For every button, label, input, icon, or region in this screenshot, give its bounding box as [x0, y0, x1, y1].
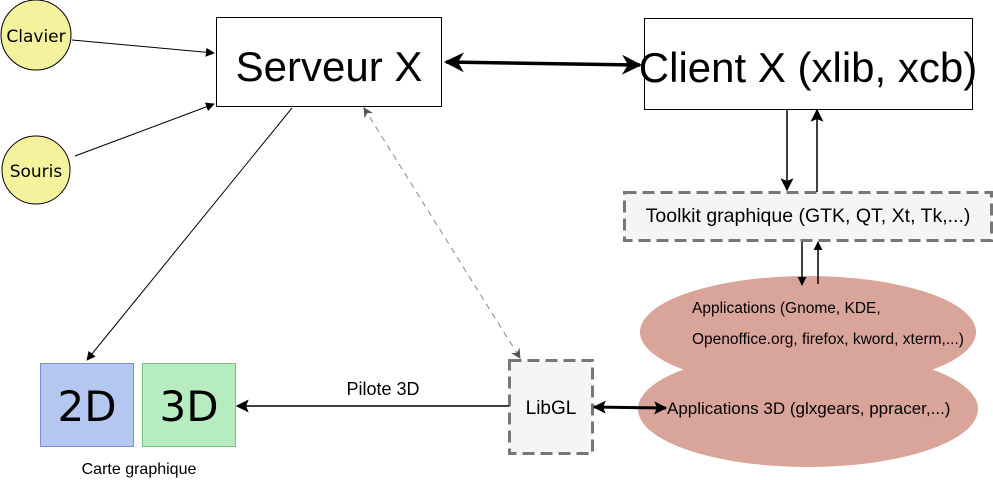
applications-label-line1: Applications (Gnome, KDE,	[692, 300, 881, 317]
keyboard-node: Clavier	[0, 0, 72, 71]
card-2d-box	[40, 363, 134, 447]
keyboard-label: Clavier	[6, 27, 65, 47]
keyboard-to-server-arrow	[71, 39, 215, 57]
card-3d-label: 3D	[159, 382, 218, 431]
applications-3d-label: Applications 3D (glxgears, ppracer,...)	[667, 399, 950, 418]
x-server-box: Serveur X	[216, 17, 442, 107]
x-client-box: Client X (xlib, xcb)	[639, 18, 977, 110]
card-2d-label: 2D	[57, 382, 116, 431]
server-client-arrow	[444, 52, 642, 75]
pilote-3d-label: Pilote 3D	[346, 379, 419, 399]
graphics-card: 2D 3D Carte graphique	[40, 363, 236, 478]
mouse-node: Souris	[1, 135, 71, 205]
graphics-card-label: Carte graphique	[82, 461, 197, 478]
server-to-card-arrow	[86, 107, 293, 361]
applications-label-line2: Openoffice.org, firefox, kword, xterm,..…	[692, 331, 964, 348]
card-3d-box	[142, 363, 236, 447]
mouse-label: Souris	[10, 162, 63, 182]
toolkit-box: Toolkit graphique (GTK, QT, Xt, Tk,...)	[623, 191, 993, 242]
server-libgl-dashed-arrow	[363, 107, 521, 359]
toolkit-label: Toolkit graphique (GTK, QT, Xt, Tk,...)	[646, 205, 971, 227]
x-client-label: Client X (xlib, xcb)	[639, 44, 977, 91]
libgl-apps3d-arrow	[592, 400, 668, 415]
libgl-box: LibGL	[508, 359, 594, 455]
applications-3d-ellipse	[638, 351, 978, 467]
mouse-to-server-arrow	[74, 102, 215, 157]
libgl-label: LibGL	[526, 398, 577, 419]
x-server-label: Serveur X	[236, 43, 423, 90]
applications-cloud: Applications (Gnome, KDE, Openoffice.org…	[638, 276, 978, 467]
